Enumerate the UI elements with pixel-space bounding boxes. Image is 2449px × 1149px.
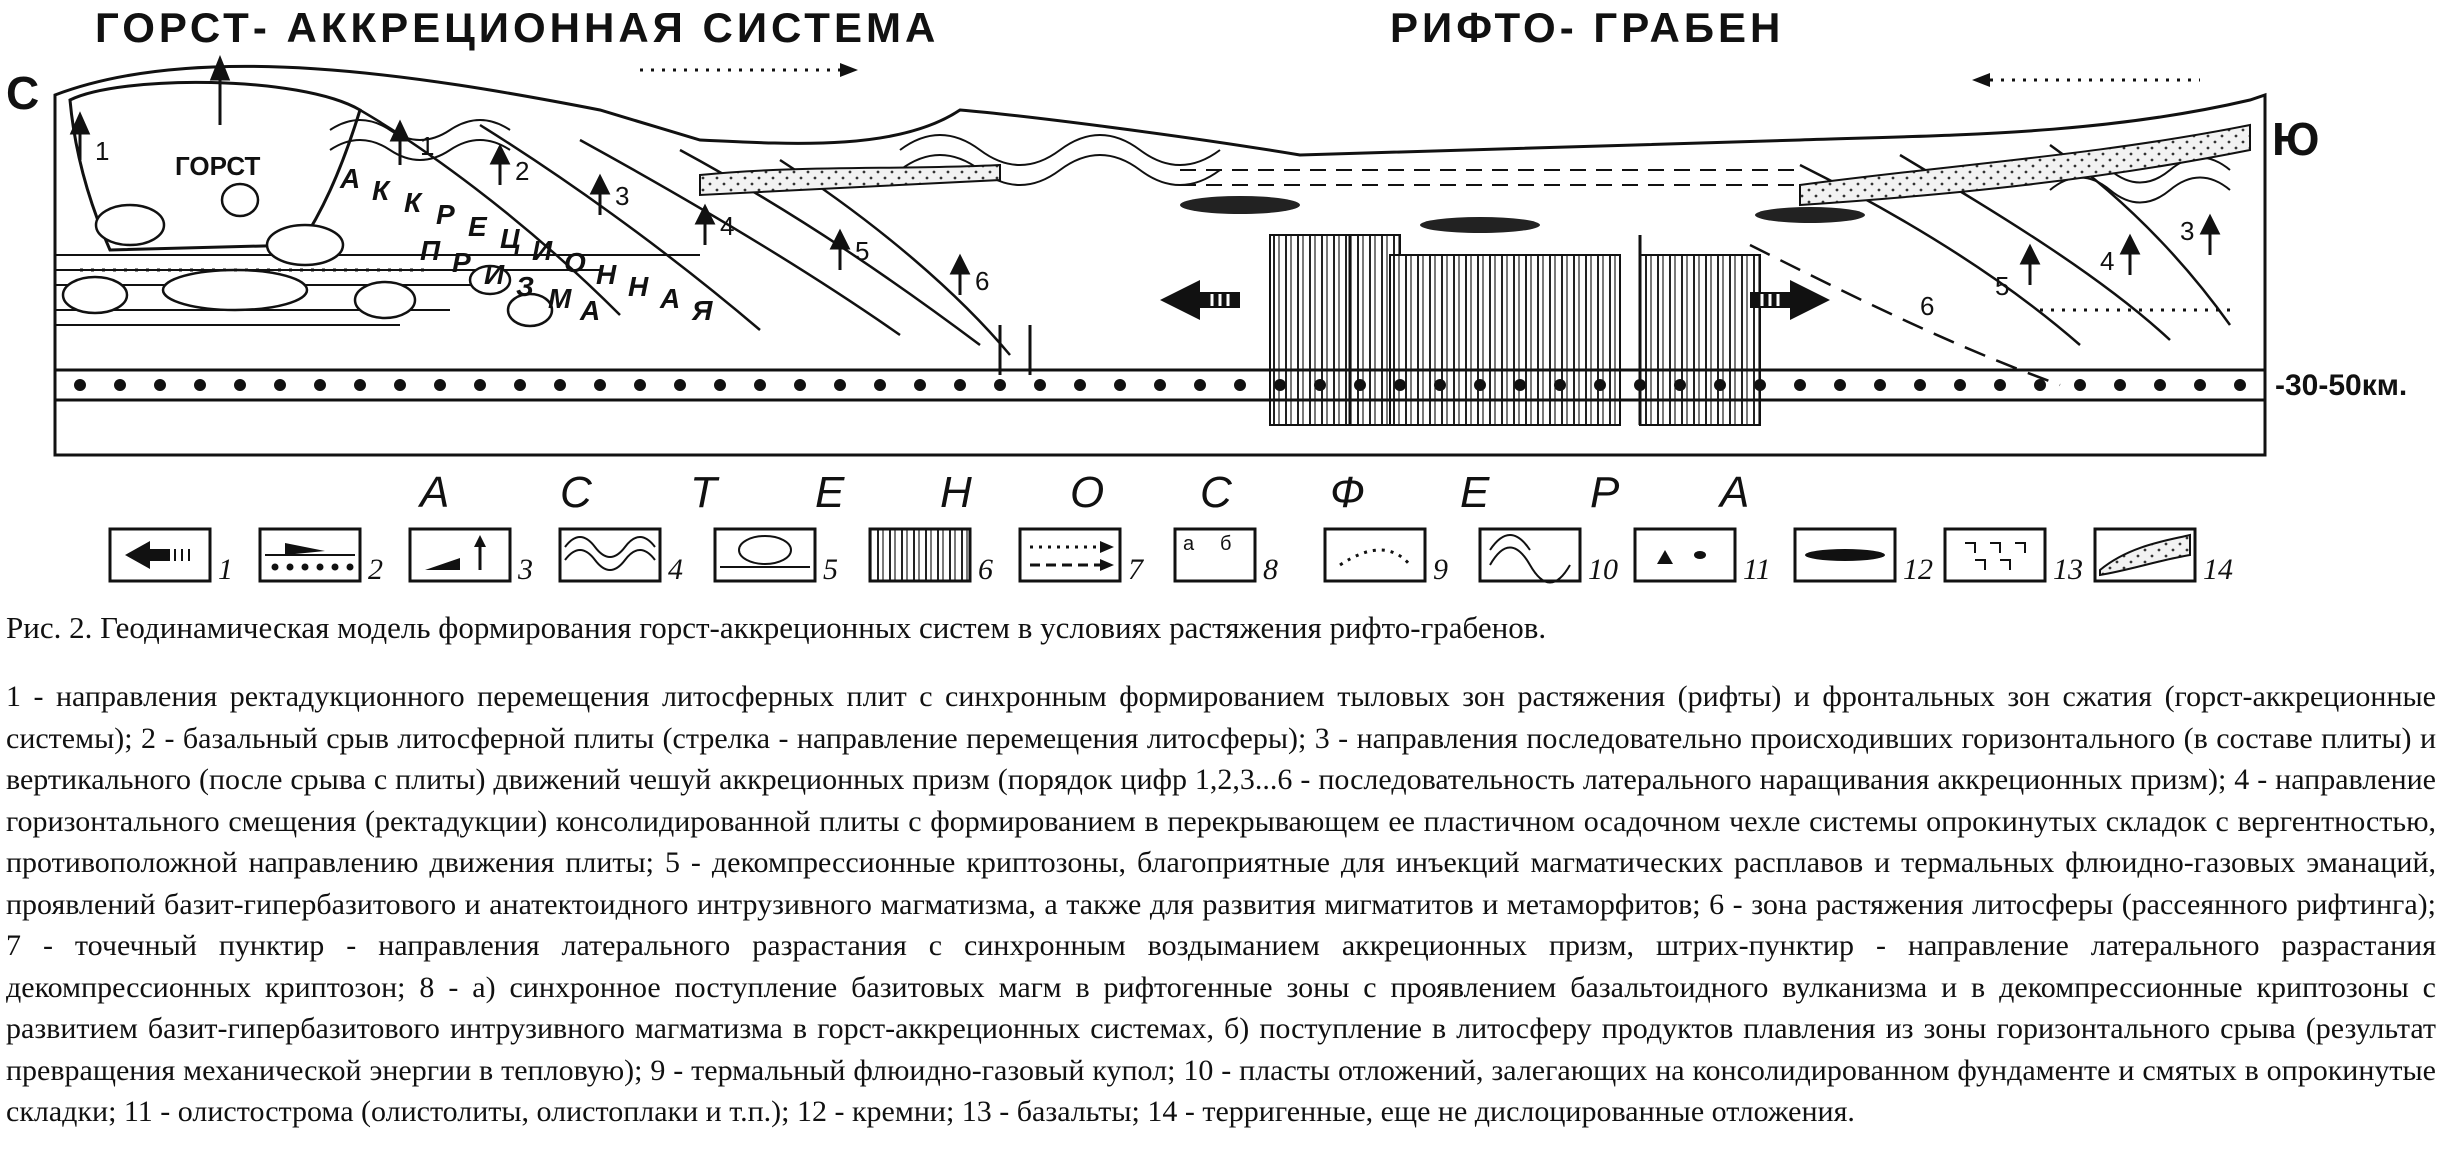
legend-number: 6	[978, 553, 993, 586]
asthenosphere-letter: С	[560, 468, 593, 517]
legend-box-6	[868, 527, 972, 583]
prism-letter: Е	[468, 211, 488, 242]
legend-box-8	[1173, 527, 1257, 583]
asthenosphere-letter: А	[1717, 468, 1749, 517]
legend-number: 14	[2203, 553, 2233, 586]
prism-letter: Н	[596, 259, 617, 290]
prism-number: 6	[975, 266, 989, 296]
asthenosphere-label: А С Т Е Н О С Ф Е Р А	[417, 468, 1749, 517]
rift-zone-block	[1389, 254, 1621, 426]
rift-zone-block	[1639, 254, 1761, 426]
rift-zone-block	[1269, 234, 1401, 426]
prism-letter: М	[548, 283, 572, 314]
legend-number: 8	[1263, 553, 1278, 586]
plate-motion-arrow-left	[1160, 280, 1240, 320]
north-label: С	[6, 67, 40, 119]
title-rift-graben: РИФТО- ГРАБЕН	[1390, 4, 1785, 51]
plate-motion-arrow-right	[1750, 280, 1830, 320]
legend-number: 2	[368, 553, 383, 586]
legend-8-sub-b: б	[1220, 533, 1231, 555]
prism-letter: К	[372, 175, 391, 206]
asthenosphere-letter: Н	[940, 468, 972, 517]
prism-letter: К	[404, 187, 423, 218]
cryptozone	[61, 275, 129, 315]
prism-letter: А	[659, 283, 680, 314]
prism-letter: Н	[628, 271, 649, 302]
cryptozone	[506, 292, 554, 328]
asthenosphere-letter: Р	[1590, 468, 1620, 517]
cryptozone	[353, 280, 417, 320]
prism-number: 5	[855, 236, 869, 266]
cryptozone	[220, 182, 260, 218]
prism-letter: Я	[691, 295, 713, 326]
legend-box-3	[408, 527, 512, 583]
title-horst-accretion-system: ГОРСТ- АККРЕЦИОННАЯ СИСТЕМА	[95, 4, 940, 51]
prism-number: 2	[515, 156, 529, 186]
prism-letter: А	[339, 163, 360, 194]
prism-letter: Р	[452, 247, 471, 278]
prism-number: 1	[95, 136, 109, 166]
cryptozone	[94, 203, 166, 247]
horst-label: ГОРСТ	[175, 151, 260, 181]
prism-letter: Р	[436, 199, 455, 230]
cryptozone	[468, 264, 512, 296]
prism-number: 4	[720, 211, 734, 241]
legend-box-13	[1943, 527, 2047, 583]
chert-lens	[1180, 196, 1300, 214]
prism-word-1: А К К Р Е Ц И О Н Н А Я	[339, 163, 713, 326]
prism-letter: И	[532, 235, 553, 266]
legend-box-7	[1018, 527, 1122, 583]
prism-number: 3	[2180, 216, 2194, 246]
geodynamic-model-diagram: ГОРСТ -30-50км. А К К Р Е Ц И О Н Н А Я …	[53, 55, 2407, 586]
prism-number: 1	[420, 131, 434, 161]
legend-description: 1 - направления ректадукционного перемещ…	[6, 680, 2436, 1128]
asthenosphere-letter: С	[1200, 468, 1233, 517]
legend-number: 3	[517, 553, 533, 586]
prism-numbers-right: 3 4 5 6	[1920, 216, 2194, 321]
legend-number: 7	[1128, 553, 1145, 586]
legend-number: 9	[1433, 553, 1448, 586]
legend-number: 4	[668, 553, 683, 586]
legend-box-9	[1323, 527, 1427, 583]
legend-box-4	[558, 527, 662, 583]
prism-letter: Ц	[500, 223, 520, 254]
chert-lens	[1755, 207, 1865, 223]
prism-word-2: П Р И З М А	[420, 235, 600, 326]
cryptozone	[161, 268, 309, 312]
legend-number: 10	[1588, 553, 1618, 586]
legend-number: 11	[1743, 553, 1771, 586]
prism-letter: И	[484, 259, 505, 290]
legend-number: 13	[2053, 553, 2083, 586]
prism-number: 6	[1920, 291, 1934, 321]
asthenosphere-letter: О	[1070, 468, 1104, 517]
terrigenous-sediments	[699, 163, 1001, 197]
prism-letter: П	[420, 235, 441, 266]
prism-number: 5	[1995, 271, 2009, 301]
prism-number: 3	[615, 181, 629, 211]
chert-lens	[1420, 217, 1540, 233]
cryptozone	[265, 223, 345, 267]
legend-box-11	[1633, 527, 1737, 583]
prism-numbers-left: 1 1 2 3 4 5 6	[95, 131, 989, 296]
asthenosphere-letter: Е	[815, 468, 845, 517]
south-label: Ю	[2272, 113, 2320, 165]
terrigenous-sediments	[1799, 123, 2251, 207]
legend-8-sub-a: а	[1183, 533, 1195, 555]
asthenosphere-letter: А	[417, 468, 449, 517]
prism-letter: О	[564, 247, 586, 278]
legend-number: 1	[218, 553, 233, 586]
legend-number: 12	[1903, 553, 1933, 586]
asthenosphere-letter: Т	[690, 468, 720, 517]
asthenosphere-letter: Ф	[1330, 468, 1365, 517]
prism-number: 4	[2100, 246, 2114, 276]
depth-label: -30-50км.	[2275, 369, 2407, 402]
prism-letter: З	[516, 271, 534, 302]
asthenosphere-letter: Е	[1460, 468, 1490, 517]
legend-number: 5	[823, 553, 838, 586]
prism-letter: А	[579, 295, 600, 326]
figure-caption: Рис. 2. Геодинамическая модель формирова…	[6, 610, 1547, 645]
